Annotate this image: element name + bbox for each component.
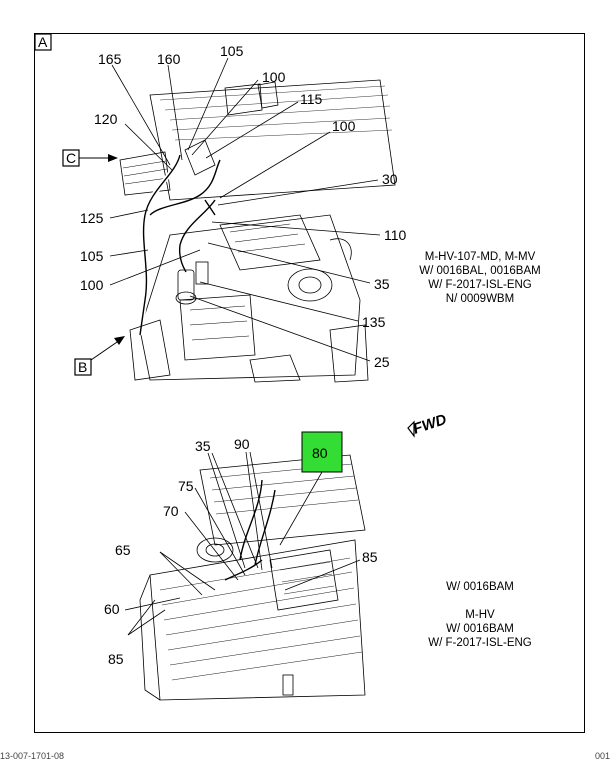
callout-30: 30 [382, 171, 398, 187]
view-letter-box [34, 33, 52, 51]
callout-60: 60 [104, 601, 120, 617]
callout-115: 115 [300, 91, 323, 107]
note-line: M-HV [465, 609, 495, 621]
callout-105-upper: 105 [220, 43, 244, 59]
callout-35-top: 35 [374, 276, 390, 292]
note-line: N/ 0009WBM [445, 293, 515, 305]
callout-165: 165 [98, 51, 122, 67]
forward-label: FWD [411, 411, 449, 438]
top-engine-sketch [119, 79, 396, 383]
callout-135: 135 [362, 314, 386, 330]
callout-100-left: 100 [80, 277, 104, 293]
highlight-callout-box [301, 431, 343, 473]
footer-figure-id: 13-007-1701-08 [0, 751, 65, 761]
callout-120: 120 [94, 111, 118, 127]
callout-85-left: 85 [108, 651, 124, 667]
callout-75: 75 [178, 478, 194, 494]
callout-35-bottom: 35 [195, 438, 211, 454]
top-leader-lines [109, 57, 381, 362]
callout-70: 70 [163, 503, 179, 519]
footer-page-code: 001 [594, 751, 610, 761]
forward-direction-indicator: FWD [407, 411, 449, 438]
callout-90: 90 [234, 436, 250, 452]
callout-105-left: 105 [80, 248, 104, 264]
callout-160: 160 [157, 51, 181, 67]
view-letter: A [38, 34, 48, 50]
reference-box-c-label: C [66, 150, 76, 166]
callout-65: 65 [115, 542, 131, 558]
reference-box-b [74, 358, 92, 376]
bottom-view-note: W/ 0016BAM M-HV W/ 0016BAM W/ F-2017-ISL… [410, 580, 550, 650]
diagram-frame [34, 33, 585, 733]
callout-25: 25 [374, 354, 390, 370]
bottom-leader-lines [124, 451, 361, 636]
note-line: W/ 0016BAL, 0016BAM [419, 265, 541, 277]
top-view-note: M-HV-107-MD, M-MV W/ 0016BAL, 0016BAM W/… [410, 250, 550, 306]
reference-box-b-label: B [78, 359, 87, 375]
callout-100-right: 100 [332, 118, 356, 134]
callout-110: 110 [384, 227, 407, 243]
note-line: W/ 0016BAM [446, 623, 514, 635]
note-line: W/ 0016BAM [446, 581, 514, 593]
callout-80: 80 [312, 445, 328, 461]
note-spacer [410, 594, 550, 608]
note-line: W/ F-2017-ISL-ENG [428, 637, 532, 649]
callout-85-right: 85 [362, 549, 378, 565]
callout-125: 125 [80, 210, 104, 226]
note-line: W/ F-2017-ISL-ENG [428, 279, 532, 291]
note-line: M-HV-107-MD, M-MV [424, 251, 536, 263]
bottom-engine-sketch [139, 454, 366, 701]
callout-100-upper: 100 [262, 69, 286, 85]
